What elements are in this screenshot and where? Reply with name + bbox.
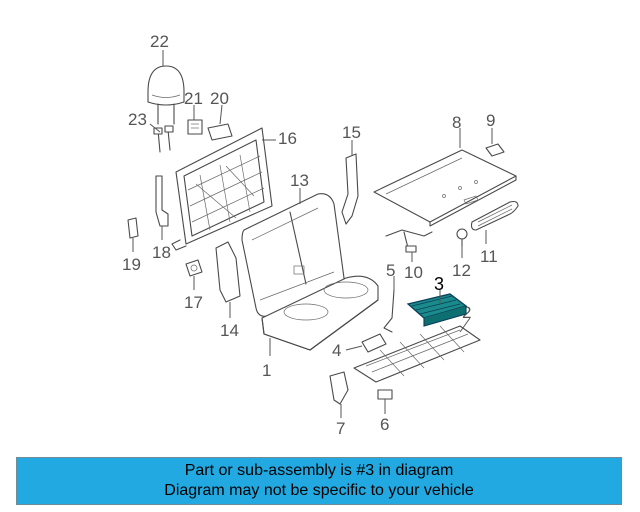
svg-text:20: 20 <box>210 89 229 108</box>
svg-text:4: 4 <box>332 341 341 360</box>
part-16-seatback-frame <box>171 127 273 251</box>
callout-19: 19 <box>122 238 141 274</box>
part-10-latch <box>385 229 433 253</box>
part-21-latch <box>187 119 203 135</box>
svg-text:10: 10 <box>404 263 423 282</box>
svg-text:14: 14 <box>220 321 239 340</box>
svg-text:13: 13 <box>290 171 309 190</box>
svg-text:17: 17 <box>184 293 203 312</box>
part-15-pillar-trim <box>341 153 359 225</box>
callout-9: 9 <box>486 111 495 144</box>
part-19-clip <box>127 217 139 239</box>
part-3-seat-component <box>406 293 468 327</box>
svg-text:6: 6 <box>380 415 389 434</box>
svg-text:21: 21 <box>184 89 203 108</box>
part-22-headrest <box>147 65 185 125</box>
callout-8: 8 <box>452 113 461 148</box>
part-4-cover <box>361 333 387 353</box>
svg-text:12: 12 <box>452 261 471 280</box>
svg-text:1: 1 <box>262 361 271 380</box>
banner-line-2: Diagram may not be specific to your vehi… <box>164 482 474 499</box>
svg-text:9: 9 <box>486 111 495 130</box>
banner-line-1: Part or sub-assembly is #3 in diagram <box>184 462 454 479</box>
svg-text:18: 18 <box>152 243 171 262</box>
part-18-bracket <box>155 175 169 227</box>
callout-13: 13 <box>290 171 309 204</box>
svg-text:7: 7 <box>336 419 345 438</box>
callout-12: 12 <box>452 246 471 280</box>
callout-11: 11 <box>480 230 498 266</box>
callout-23: 23 <box>128 110 161 133</box>
callout-10: 10 <box>404 252 423 282</box>
svg-text:15: 15 <box>342 123 361 142</box>
part-6-clip <box>377 389 393 400</box>
callout-20: 20 <box>210 89 229 125</box>
svg-text:3: 3 <box>434 274 444 294</box>
callout-14: 14 <box>220 302 239 340</box>
callout-18: 18 <box>152 226 171 262</box>
svg-text:16: 16 <box>278 129 297 148</box>
part-5-strap <box>383 289 395 333</box>
part-11-grille <box>470 200 519 231</box>
parts-diagram: 22 23 21 20 <box>122 32 519 438</box>
callout-7: 7 <box>336 404 345 438</box>
callout-22: 22 <box>150 32 169 66</box>
callout-17: 17 <box>184 276 203 312</box>
svg-text:5: 5 <box>386 261 395 280</box>
callout-1: 1 <box>262 338 271 380</box>
callout-4: 4 <box>332 341 363 360</box>
callout-2: 2 <box>459 303 471 333</box>
part-13-seatback-cushion <box>241 193 345 317</box>
part-20-bezel <box>207 123 233 141</box>
svg-text:22: 22 <box>150 32 169 51</box>
callout-6: 6 <box>380 399 389 434</box>
svg-text:8: 8 <box>452 113 461 132</box>
svg-text:11: 11 <box>480 247 498 266</box>
part-17-bushing <box>185 259 203 277</box>
part-1-seat-cushion <box>261 275 379 351</box>
part-9-clip <box>485 143 505 157</box>
part-7-bracket <box>329 371 349 405</box>
callout-3: 3 <box>434 274 444 304</box>
callout-15: 15 <box>342 123 361 156</box>
svg-text:23: 23 <box>128 110 147 129</box>
svg-text:19: 19 <box>122 255 141 274</box>
part-8-shelf <box>373 149 517 227</box>
part-12-knob <box>456 228 468 247</box>
callout-21: 21 <box>184 89 203 120</box>
part-2-seat-frame <box>353 325 481 383</box>
info-banner: Part or sub-assembly is #3 in diagram Di… <box>16 457 622 505</box>
svg-text:2: 2 <box>462 303 471 322</box>
callout-16: 16 <box>262 129 297 148</box>
part-14-side-trim <box>215 241 241 303</box>
callout-5: 5 <box>386 261 395 290</box>
